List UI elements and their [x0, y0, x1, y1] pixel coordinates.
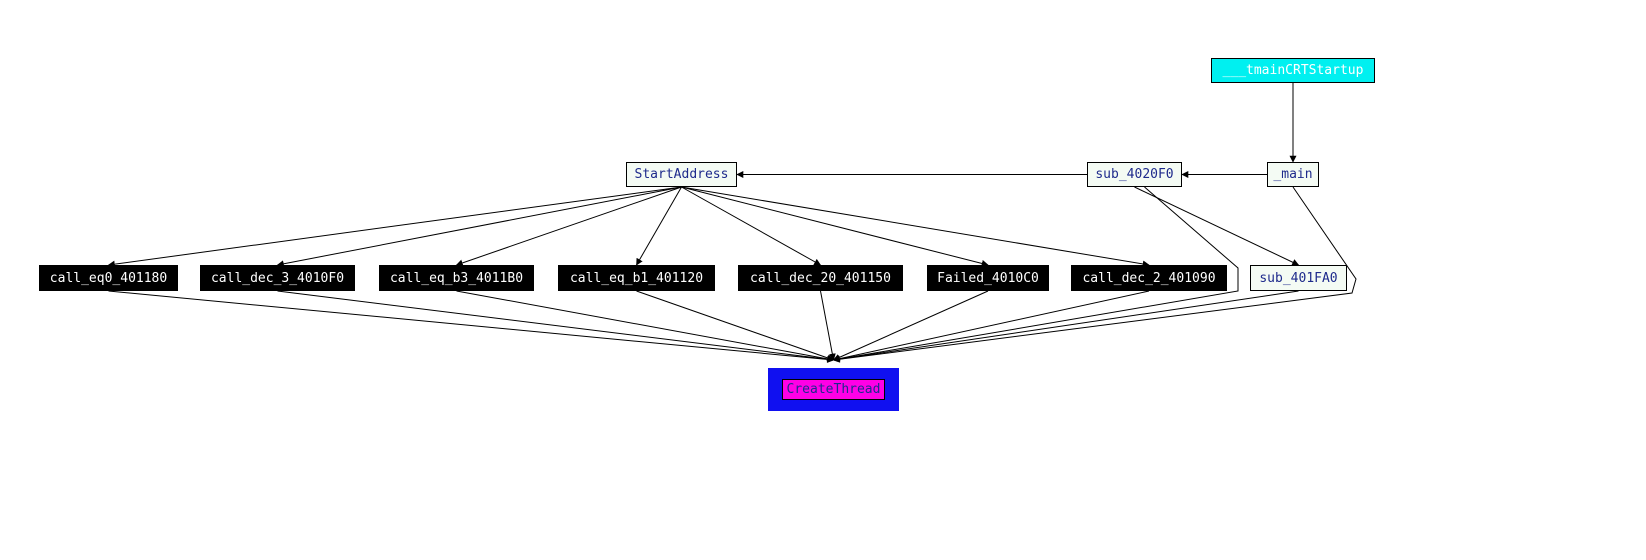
- edge-sub_401FA0-to-CreateThread: [832, 290, 1299, 363]
- node-label: sub_4020F0: [1095, 167, 1174, 182]
- node-tmainCRTStartup[interactable]: ___tmainCRTStartup: [1211, 58, 1375, 83]
- node-failed-4010C0[interactable]: Failed_4010C0: [927, 265, 1049, 291]
- edges: [107, 83, 1357, 363]
- edge-call_dec_3_4010F0-to-CreateThread: [277, 290, 835, 363]
- node-sub-401FA0[interactable]: sub_401FA0: [1250, 265, 1347, 291]
- edge-call_dec_20_401150-to-CreateThread: [820, 290, 836, 361]
- edge-sub_4020F0-to-sub_401FA0: [1134, 186, 1300, 266]
- edge-call_dec_2_401090-to-CreateThread: [832, 290, 1150, 363]
- node-label: call_dec_2_401090: [1082, 270, 1216, 286]
- node-label: sub_401FA0: [1259, 270, 1338, 286]
- node-label: call_eq_b3_4011B0: [389, 270, 524, 286]
- edge-main-to-CreateThread: [832, 186, 1357, 363]
- node-start-address[interactable]: StartAddress: [626, 162, 737, 187]
- edge-StartAddress-to-Failed_4010C0: [681, 186, 989, 267]
- node-main[interactable]: _main: [1267, 162, 1319, 187]
- node-call-dec-3-4010F0[interactable]: call_dec_3_4010F0: [200, 265, 355, 291]
- node-label: call_dec_20_401150: [750, 270, 891, 286]
- node-call-eq-b3-4011B0[interactable]: call_eq_b3_4011B0: [379, 265, 534, 291]
- node-label: CreateThread: [781, 379, 886, 400]
- edge-sub_4020F0-to-CreateThread: [832, 186, 1239, 363]
- edge-StartAddress-to-call_eq0_401180: [107, 186, 682, 268]
- edge-StartAddress-to-call_dec_20_401150: [681, 186, 822, 266]
- edge-Failed_4010C0-to-CreateThread: [832, 290, 989, 361]
- node-label: _main: [1273, 167, 1313, 182]
- node-label: call_eq0_401180: [49, 270, 168, 286]
- node-label: Failed_4010C0: [937, 270, 1039, 286]
- node-call-dec-20-401150[interactable]: call_dec_20_401150: [738, 265, 903, 291]
- edge-call_eq0_401180-to-CreateThread: [108, 290, 835, 363]
- node-call-eq-b1-401120[interactable]: call_eq_b1_401120: [558, 265, 715, 291]
- node-create-thread[interactable]: CreateThread: [768, 368, 899, 411]
- edge-call_eq_b3_4011B0-to-CreateThread: [456, 290, 835, 363]
- node-call-dec-2-401090[interactable]: call_dec_2_401090: [1071, 265, 1227, 291]
- edge-call_eq_b1_401120-to-CreateThread: [636, 290, 835, 362]
- node-label: call_dec_3_4010F0: [210, 270, 345, 286]
- edge-StartAddress-to-call_eq_b1_401120: [636, 186, 682, 266]
- node-label: call_eq_b1_401120: [569, 270, 704, 286]
- edge-StartAddress-to-call_dec_3_4010F0: [276, 186, 682, 268]
- node-sub-4020F0[interactable]: sub_4020F0: [1087, 162, 1182, 187]
- node-call-eq0-401180[interactable]: call_eq0_401180: [39, 265, 178, 291]
- node-label: StartAddress: [634, 167, 729, 182]
- node-label: ___tmainCRTStartup: [1222, 63, 1364, 78]
- edge-StartAddress-to-call_dec_2_401090: [681, 186, 1150, 268]
- edge-StartAddress-to-call_eq_b3_4011B0: [455, 186, 682, 267]
